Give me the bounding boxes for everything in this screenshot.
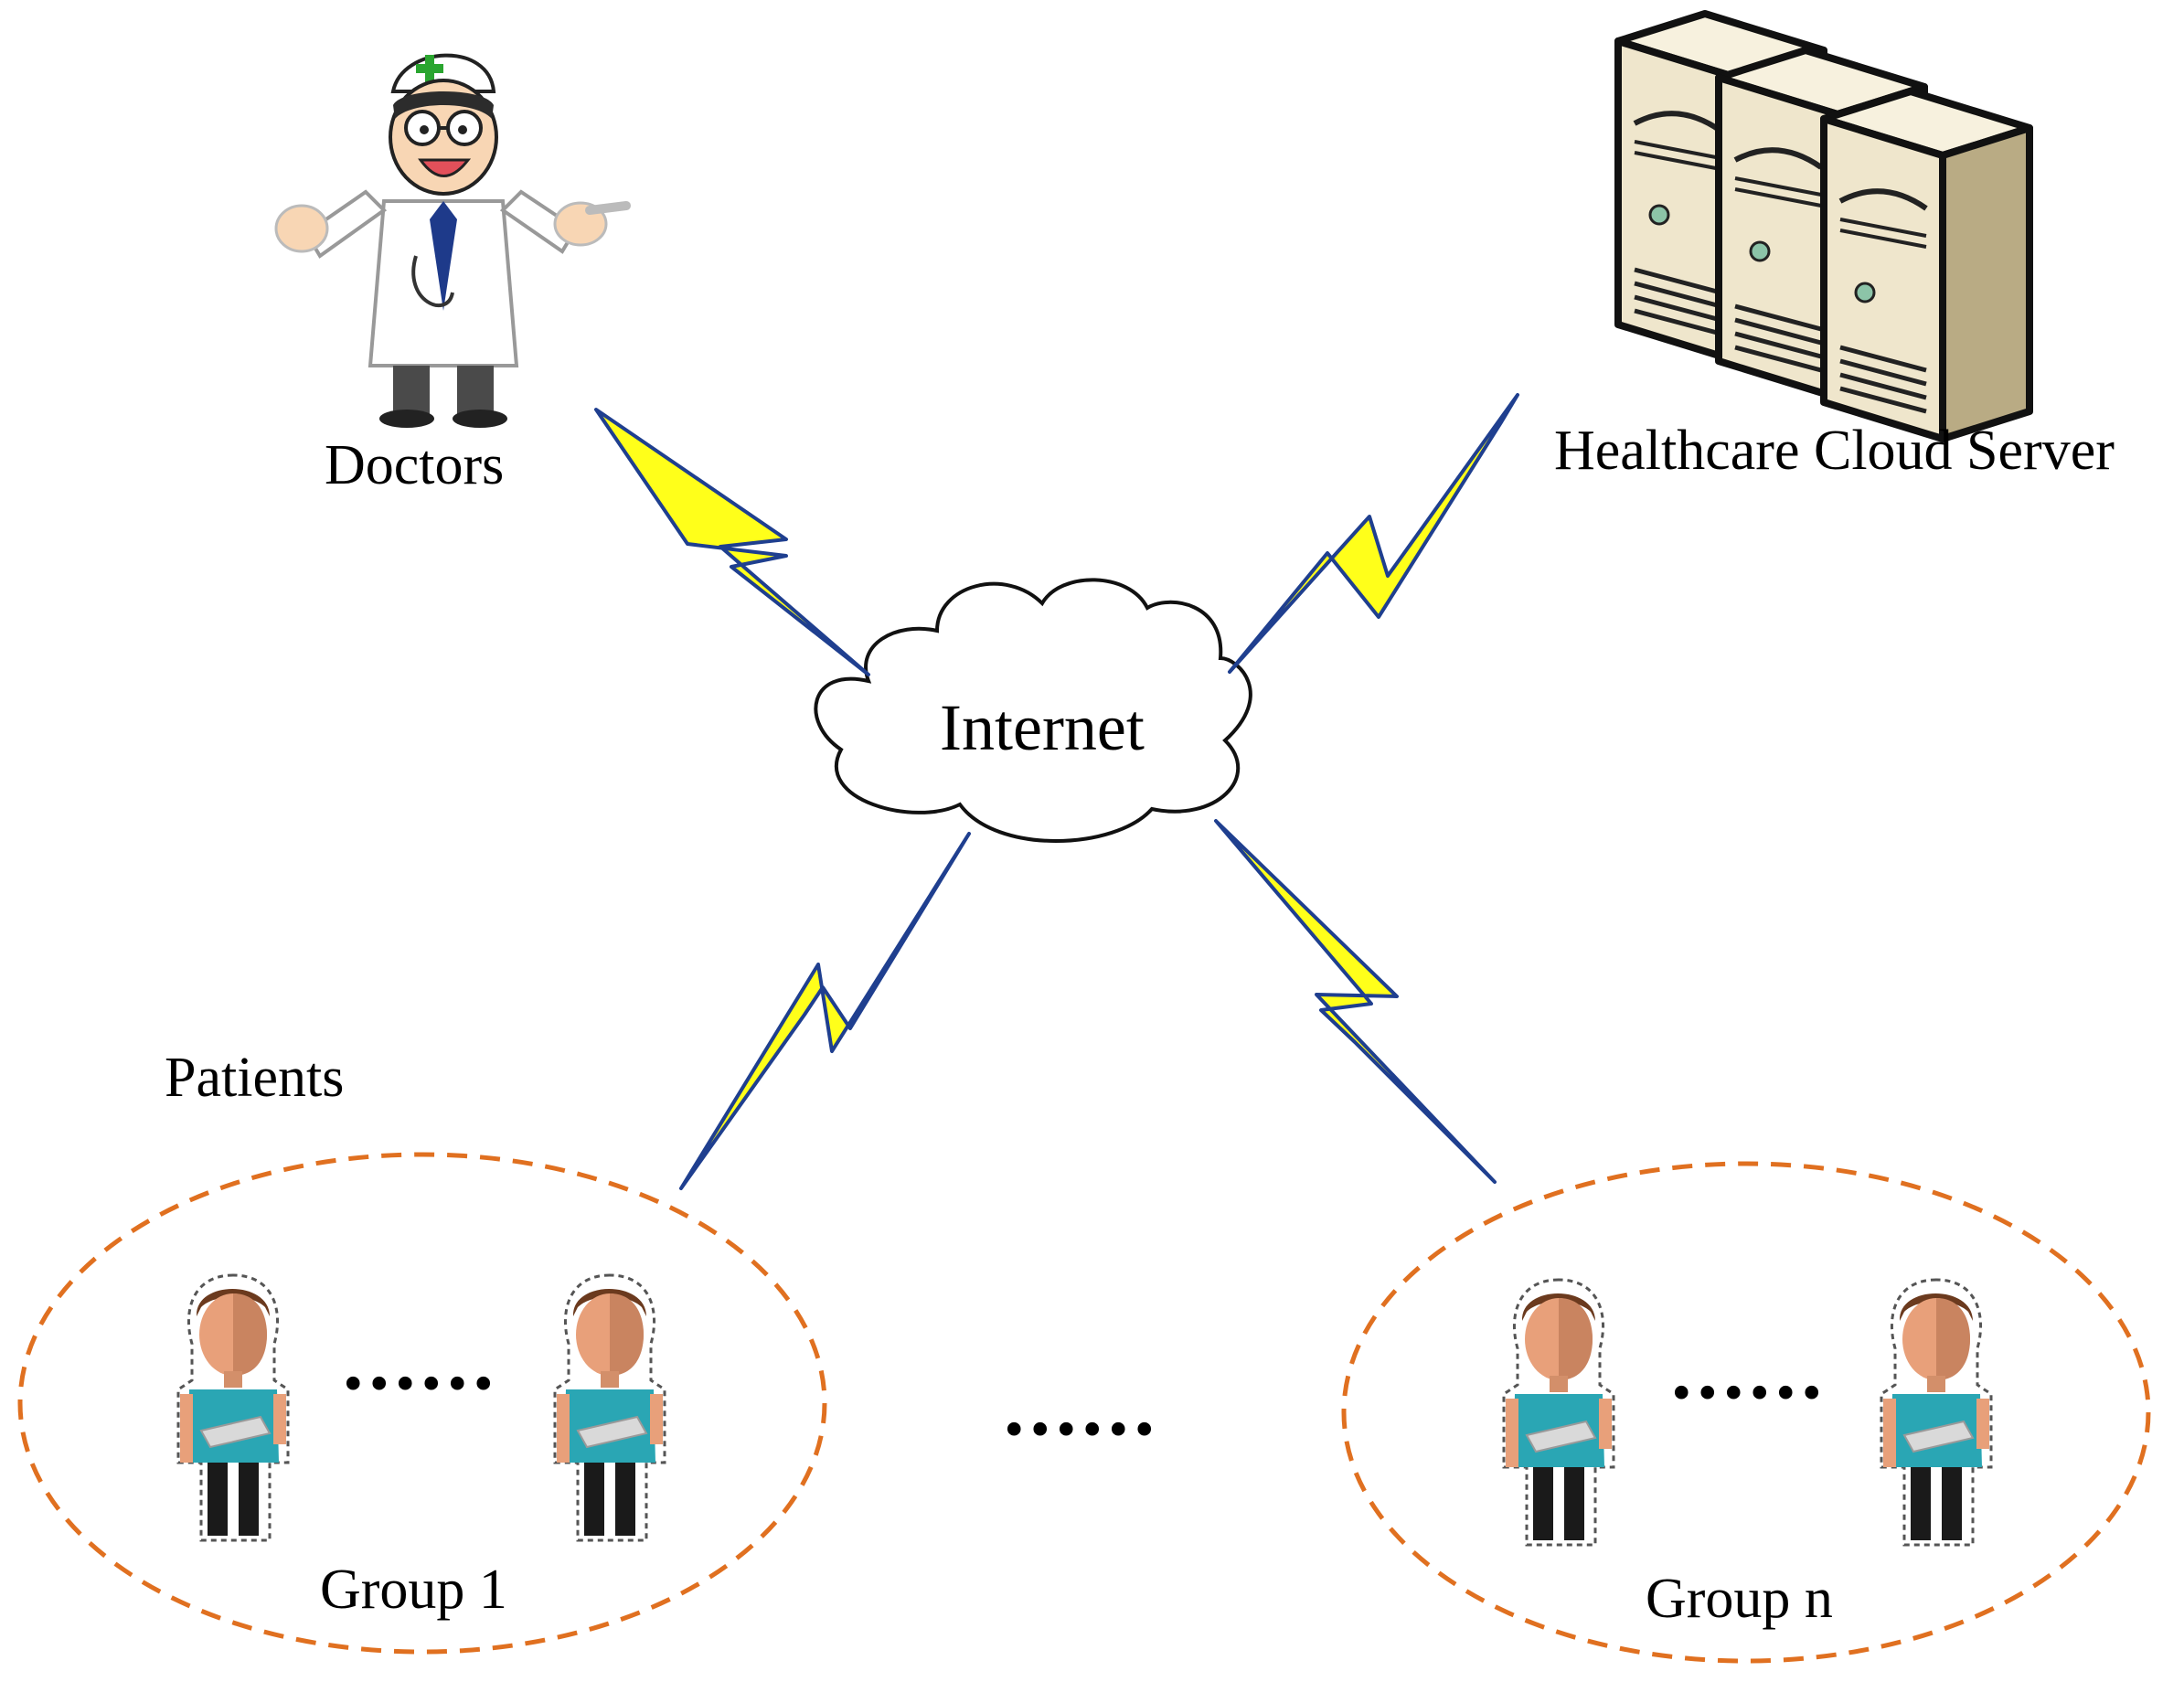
server-label: Healthcare Cloud Server <box>1554 420 2115 482</box>
group-n-boundary <box>1341 1161 2151 1664</box>
group-1-ellipsis: ...... <box>343 1316 499 1407</box>
group-1-label: Group 1 <box>320 1559 507 1621</box>
server-rack-icon <box>1618 14 2043 439</box>
lightning-groupn <box>1214 819 1497 1184</box>
internet-label: Internet <box>940 691 1145 764</box>
patient-icon <box>1880 1278 1993 1547</box>
patient-icon <box>553 1273 666 1542</box>
doctors-label: Doctors <box>325 434 505 496</box>
doctor-icon <box>274 53 631 428</box>
groups-ellipsis: ...... <box>1004 1362 1160 1453</box>
patient-icon <box>1502 1278 1615 1547</box>
group-n-label: Group n <box>1646 1568 1833 1630</box>
lightning-group1 <box>679 832 971 1190</box>
cloud-icon <box>814 578 1252 843</box>
group-1-boundary <box>17 1152 827 1655</box>
lightning-server <box>1228 393 1519 674</box>
patients-label: Patients <box>165 1047 345 1109</box>
group-n-ellipsis: ...... <box>1671 1325 1827 1416</box>
patient-icon <box>176 1273 290 1542</box>
lightning-doctors <box>594 408 870 676</box>
